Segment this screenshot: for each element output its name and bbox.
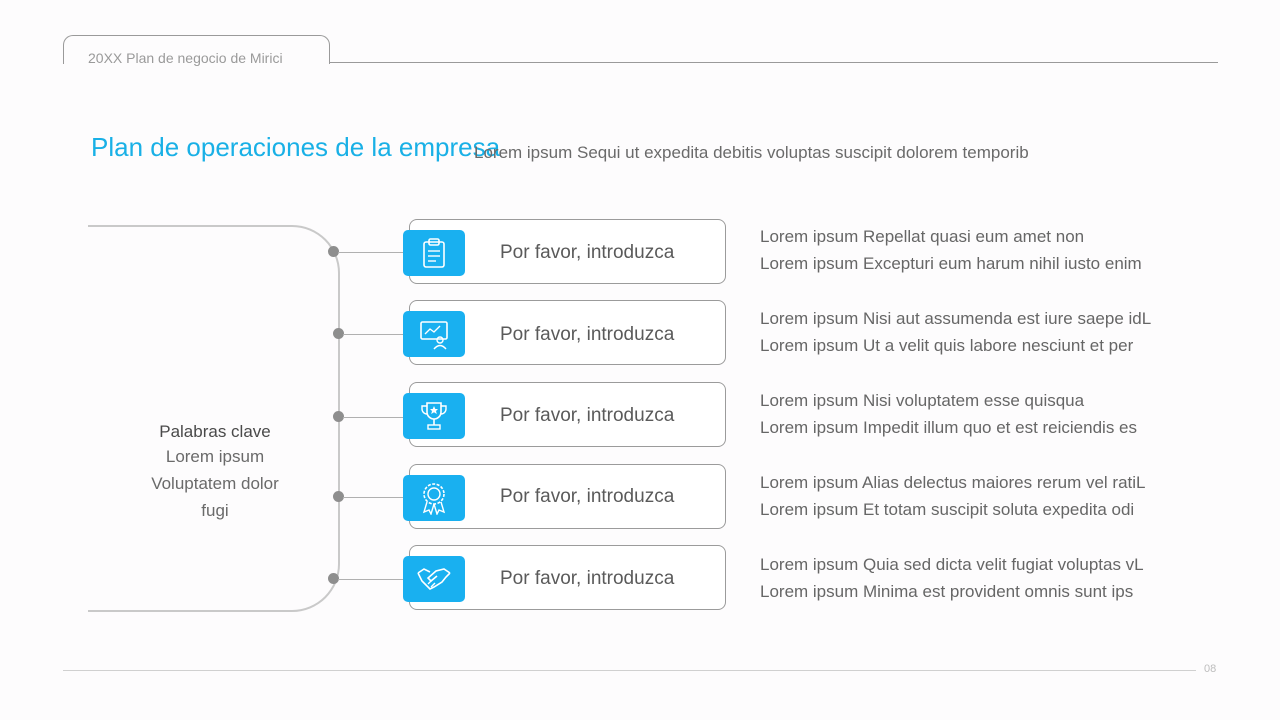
item-description-line: Lorem ipsum Alias delectus maiores rerum… (760, 473, 1146, 492)
item-description-line: Lorem ipsum Nisi voluptatem esse quisqua (760, 391, 1085, 410)
item-icon-box-3 (403, 393, 465, 439)
item-icon-box-1 (403, 230, 465, 276)
item-description-2: Lorem ipsum Nisi aut assumenda est iure … (760, 305, 1151, 359)
clipboard-icon (423, 238, 445, 268)
connector-line (343, 497, 410, 498)
connector-dot (333, 328, 344, 339)
award-badge-icon (422, 483, 446, 515)
connector-dot (333, 411, 344, 422)
connector-line (338, 579, 410, 580)
item-description-4: Lorem ipsum Alias delectus maiores rerum… (760, 469, 1145, 523)
page-title: Plan de operaciones de la empresa (91, 132, 501, 162)
item-label-4: Por favor, introduzca (500, 486, 675, 507)
item-description-line: Lorem ipsum Ut a velit quis labore nesci… (760, 336, 1134, 355)
item-description-line: Lorem ipsum Excepturi eum harum nihil iu… (760, 254, 1142, 273)
header-rule (63, 62, 1218, 63)
item-description-line: Lorem ipsum Repellat quasi eum amet non (760, 227, 1085, 246)
footer-rule (63, 670, 1196, 671)
handshake-icon (417, 568, 451, 590)
item-description-5: Lorem ipsum Quia sed dicta velit fugiat … (760, 551, 1144, 605)
item-label-2: Por favor, introduzca (500, 324, 675, 345)
item-label-3: Por favor, introduzca (500, 405, 675, 426)
header-tab (63, 35, 330, 64)
item-description-line: Lorem ipsum Quia sed dicta velit fugiat … (760, 555, 1144, 574)
item-description-3: Lorem ipsum Nisi voluptatem esse quisqua… (760, 387, 1137, 441)
connector-line (343, 417, 410, 418)
keywords-line: Lorem ipsum (165, 447, 265, 466)
connector-line (338, 252, 410, 253)
keywords-line: fugi (201, 501, 229, 520)
item-description-line: Lorem ipsum Nisi aut assumenda est iure … (760, 309, 1152, 328)
connector-dot (333, 491, 344, 502)
keywords-title: Palabras clave (159, 422, 271, 441)
connector-line (343, 334, 410, 335)
trophy-icon (421, 402, 447, 430)
keywords-line: Voluptatem dolor (151, 474, 279, 493)
item-description-1: Lorem ipsum Repellat quasi eum amet non … (760, 223, 1142, 277)
presentation-icon (420, 321, 448, 350)
item-description-line: Lorem ipsum Et totam suscipit soluta exp… (760, 500, 1135, 519)
connector-dot (328, 573, 339, 584)
item-icon-box-2 (403, 311, 465, 357)
connector-dot (328, 246, 339, 257)
page-number: 08 (1204, 663, 1217, 675)
item-icon-box-4 (403, 475, 465, 521)
item-icon-box-5 (403, 556, 465, 602)
item-label-5: Por favor, introduzca (500, 568, 675, 589)
bracket-mask (0, 220, 88, 620)
page-subtitle: Lorem ipsum Sequi ut expedita debitis vo… (474, 143, 1029, 162)
item-description-line: Lorem ipsum Minima est provident omnis s… (760, 582, 1134, 601)
item-label-1: Por favor, introduzca (500, 242, 675, 263)
item-description-line: Lorem ipsum Impedit illum quo et est rei… (760, 418, 1137, 437)
header-tab-text: 20XX Plan de negocio de Mirici (88, 50, 283, 66)
keywords-block: Palabras clave Lorem ipsum Voluptatem do… (140, 421, 290, 524)
